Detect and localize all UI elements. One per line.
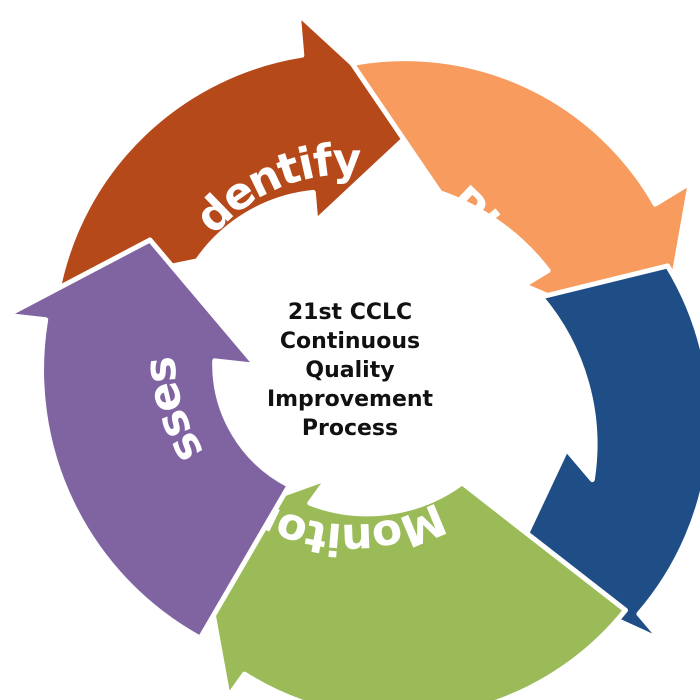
monitor-arrow: [194, 475, 628, 700]
identify-arrow: [55, 11, 422, 293]
center-title-line: Quality: [305, 357, 395, 383]
plan-arrow: [349, 56, 693, 347]
center-title-line: Continuous: [279, 328, 421, 354]
center-title-line: 21st CCLC: [287, 299, 413, 325]
center-title-line: Improvement: [266, 386, 434, 412]
stage-monitor: Monitor: [194, 475, 628, 700]
assess-arrow: [4, 237, 292, 641]
stage-plan: Plan: [349, 56, 693, 347]
implement-arrow: [506, 263, 700, 643]
center-title-line: Process: [301, 415, 399, 441]
stage-identify: Identify: [0, 0, 422, 293]
center-title: 21st CCLC Continuous Quality Improvement…: [250, 280, 450, 460]
